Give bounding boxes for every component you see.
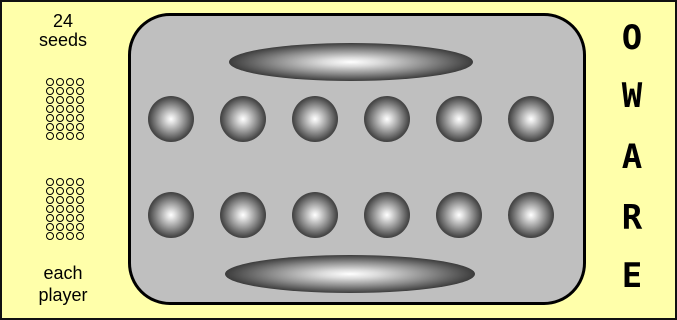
pit-top-2[interactable] — [220, 96, 266, 142]
seed-icon — [66, 205, 74, 213]
title-letter-e: E — [596, 256, 668, 296]
seed-icon — [66, 78, 74, 86]
seed-icon — [76, 105, 84, 113]
each-label: each — [2, 262, 124, 284]
seed-icon — [46, 105, 54, 113]
seed-icon — [46, 223, 54, 231]
seed-icon — [56, 123, 64, 131]
pit-bottom-4[interactable] — [364, 192, 410, 238]
store-bottom[interactable] — [225, 255, 475, 293]
seed-icon — [56, 178, 64, 186]
seed-icon — [56, 132, 64, 140]
seed-icon — [76, 205, 84, 213]
seed-icon — [66, 214, 74, 222]
seed-grid-top — [46, 78, 86, 140]
seed-icon — [46, 78, 54, 86]
pit-top-6[interactable] — [508, 96, 554, 142]
seed-icon — [76, 232, 84, 240]
seed-icon — [66, 132, 74, 140]
seed-info-panel: 24 seeds each player — [2, 2, 124, 318]
seed-icon — [66, 96, 74, 104]
oware-board — [128, 13, 586, 305]
seed-icon — [56, 214, 64, 222]
pit-top-5[interactable] — [436, 96, 482, 142]
seed-icon — [66, 105, 74, 113]
seed-icon — [46, 196, 54, 204]
seed-icon — [76, 214, 84, 222]
seed-icon — [76, 178, 84, 186]
seed-icon — [76, 87, 84, 95]
seed-icon — [76, 187, 84, 195]
pit-bottom-2[interactable] — [220, 192, 266, 238]
seed-icon — [46, 214, 54, 222]
pit-top-4[interactable] — [364, 96, 410, 142]
seed-icon — [56, 87, 64, 95]
seed-icon — [76, 114, 84, 122]
title-letter-r: R — [596, 198, 668, 238]
seed-icon — [66, 232, 74, 240]
seed-icon — [46, 205, 54, 213]
oware-title: O W A R E — [596, 10, 668, 310]
seed-icon — [46, 232, 54, 240]
seed-count-label: 24 seeds — [2, 12, 124, 50]
seed-icon — [56, 232, 64, 240]
pit-bottom-5[interactable] — [436, 192, 482, 238]
seed-icon — [46, 114, 54, 122]
pit-top-1[interactable] — [148, 96, 194, 142]
seed-icon — [46, 178, 54, 186]
seed-icon — [66, 87, 74, 95]
seed-icon — [66, 123, 74, 131]
seed-icon — [76, 132, 84, 140]
pit-bottom-1[interactable] — [148, 192, 194, 238]
each-player-label: each player — [2, 262, 124, 306]
pit-bottom-3[interactable] — [292, 192, 338, 238]
seed-icon — [66, 178, 74, 186]
seed-icon — [66, 114, 74, 122]
title-letter-o: O — [596, 18, 668, 58]
seed-icon — [66, 196, 74, 204]
seed-icon — [46, 187, 54, 195]
seed-icon — [76, 123, 84, 131]
seed-icon — [66, 187, 74, 195]
seed-icon — [56, 187, 64, 195]
seed-icon — [76, 196, 84, 204]
seed-icon — [76, 78, 84, 86]
seed-icon — [56, 223, 64, 231]
seed-icon — [46, 96, 54, 104]
title-letter-w: W — [596, 76, 668, 116]
seed-icon — [76, 223, 84, 231]
title-letter-a: A — [596, 137, 668, 177]
player-label: player — [2, 284, 124, 306]
seed-icon — [56, 114, 64, 122]
seed-icon — [46, 87, 54, 95]
store-top[interactable] — [229, 43, 473, 81]
seed-icon — [56, 205, 64, 213]
seed-icon — [56, 78, 64, 86]
pit-top-3[interactable] — [292, 96, 338, 142]
seed-icon — [46, 132, 54, 140]
seed-icon — [56, 96, 64, 104]
seed-icon — [66, 223, 74, 231]
seed-icon — [76, 96, 84, 104]
seed-count-unit: seeds — [2, 31, 124, 50]
pit-bottom-6[interactable] — [508, 192, 554, 238]
seed-count-number: 24 — [2, 12, 124, 31]
seed-icon — [46, 123, 54, 131]
seed-icon — [56, 105, 64, 113]
seed-grid-bottom — [46, 178, 86, 240]
seed-icon — [56, 196, 64, 204]
